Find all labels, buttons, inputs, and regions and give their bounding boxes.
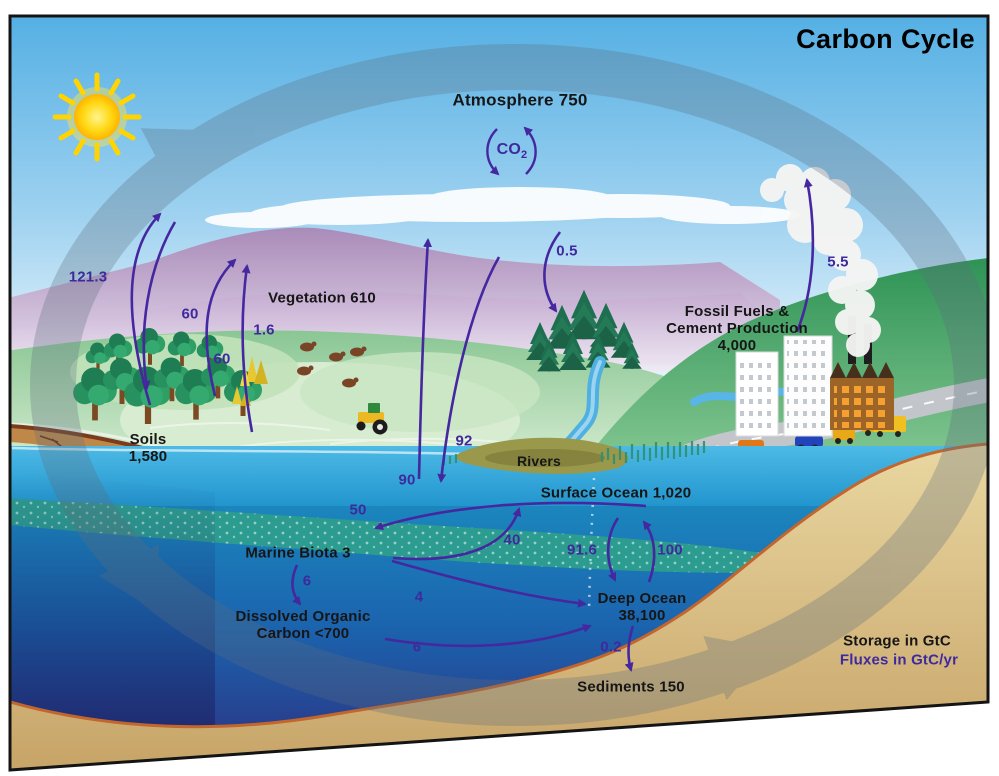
gray-cycle-ring	[30, 44, 988, 726]
city-buildings	[735, 335, 833, 437]
flux-6-doc-deep: 6	[412, 638, 422, 656]
label-vegetation: Vegetation 610	[268, 289, 376, 307]
flux-100: 100	[657, 541, 683, 559]
flux-4: 4	[414, 588, 424, 606]
seagrass	[442, 441, 706, 465]
label-sediments: Sediments 150	[577, 678, 685, 696]
flux-50: 50	[349, 501, 367, 519]
sinking-particles	[587, 477, 596, 613]
sea-floor	[10, 442, 988, 770]
label-rivers: Rivers	[516, 453, 562, 470]
label-co2: CO2	[497, 141, 528, 162]
deep-ocean-line2: 38,100	[618, 607, 666, 624]
cows	[297, 341, 367, 388]
flux-0-2: 0.2	[600, 638, 622, 656]
doc-line2: Carbon <700	[256, 625, 350, 642]
co2-subscript: 2	[521, 148, 528, 161]
flux-60-lower: 60	[213, 350, 231, 368]
soils-line2: 1,580	[128, 448, 168, 465]
label-atmosphere: Atmosphere 750	[452, 90, 588, 110]
flux-91-6: 91.6	[567, 541, 597, 559]
flux-121-3: 121.3	[68, 268, 108, 286]
legend-storage: Storage in GtC	[843, 632, 951, 650]
doc-line1: Dissolved Organic	[235, 608, 371, 626]
cutaway-shadow	[10, 470, 215, 770]
flux-40: 40	[503, 531, 521, 549]
flux-90: 90	[398, 471, 416, 489]
label-marine-biota: Marine Biota 3	[245, 544, 351, 562]
clouds	[205, 187, 800, 228]
co2-cycle-arrows	[486, 126, 537, 176]
flux-5-5: 5.5	[827, 253, 849, 271]
shore-foam	[11, 446, 471, 456]
deep-ocean-line1: Deep Ocean	[597, 590, 687, 608]
fossil-line3: 4,000	[717, 336, 757, 354]
soils-line1: Soils	[129, 431, 167, 449]
flux-60-upper: 60	[181, 305, 199, 323]
sun-icon	[52, 72, 142, 162]
fossil-line2: Cement Production	[666, 319, 808, 337]
flux-0-5: 0.5	[556, 242, 578, 260]
fossil-line1: Fossil Fuels &	[684, 302, 790, 320]
diagram-title: Carbon Cycle	[796, 24, 975, 54]
flux-92: 92	[455, 432, 473, 450]
flux-arrows	[130, 178, 815, 672]
tractor	[356, 403, 388, 435]
label-surface-ocean: Surface Ocean 1,020	[540, 484, 692, 502]
flux-1-6: 1.6	[253, 321, 275, 339]
legend-fluxes: Fluxes in GtC/yr	[839, 651, 959, 669]
smoke-plume	[760, 164, 881, 357]
flux-6-biota-doc: 6	[302, 572, 312, 590]
diagram-border	[8, 14, 990, 772]
river-delta	[456, 437, 629, 474]
co2-text: CO	[496, 140, 522, 158]
